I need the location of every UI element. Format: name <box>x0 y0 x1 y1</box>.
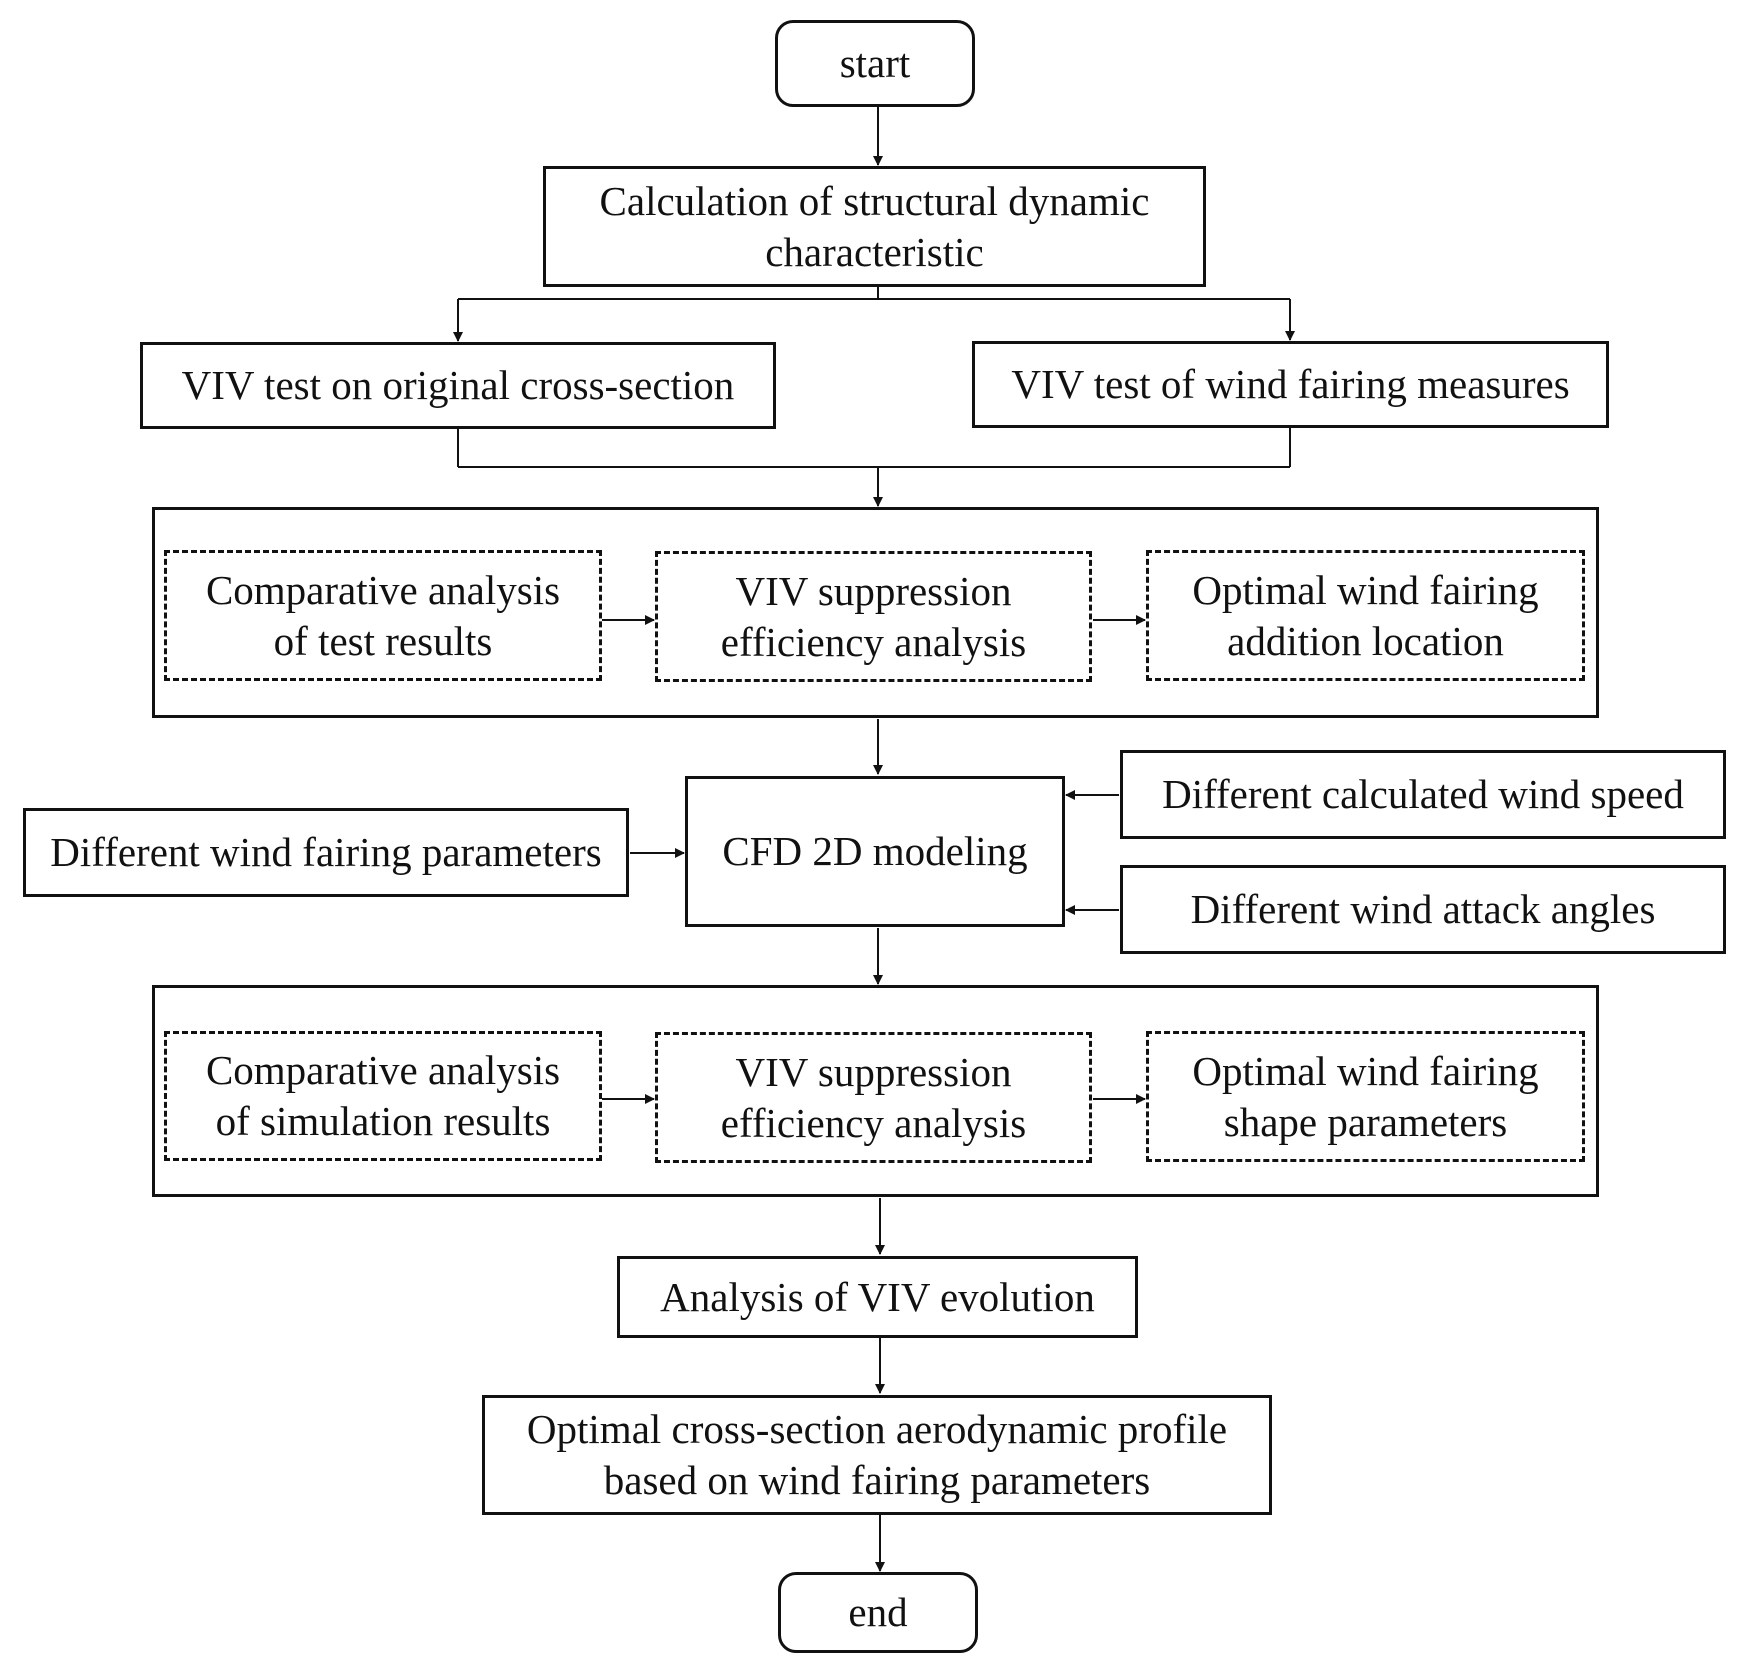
test-suppression-line-2: efficiency analysis <box>720 618 1027 665</box>
viv-evolution-box: Analysis of VIV evolution <box>617 1256 1138 1338</box>
sim-comparative-analysis-box: Comparative analysis of simulation resul… <box>164 1031 602 1161</box>
cfd-modeling-label: CFD 2D modeling <box>722 828 1028 874</box>
optimal-fairing-shape-line-2: shape parameters <box>1223 1098 1508 1145</box>
fairing-parameters-box: Different wind fairing parameters <box>23 808 629 897</box>
test-comparative-analysis-box: Comparative analysis of test results <box>164 550 602 681</box>
viv-test-original-box: VIV test on original cross-section <box>140 342 776 429</box>
optimal-fairing-location-box: Optimal wind fairing addition location <box>1146 550 1585 681</box>
structural-dynamic-calculation-box: Calculation of structural dynamic charac… <box>543 166 1206 287</box>
optimal-fairing-shape-box: Optimal wind fairing shape parameters <box>1146 1031 1585 1162</box>
test-comparative-line-1: Comparative analysis <box>205 566 561 613</box>
sim-suppression-line-2: efficiency analysis <box>720 1099 1027 1146</box>
optimal-fairing-location-line-1: Optimal wind fairing <box>1192 566 1539 613</box>
viv-test-fairing-box: VIV test of wind fairing measures <box>972 341 1609 428</box>
sim-suppression-efficiency-box: VIV suppression efficiency analysis <box>655 1032 1092 1163</box>
test-analysis-group <box>152 507 1599 718</box>
wind-attack-angles-label: Different wind attack angles <box>1190 886 1656 932</box>
structural-dynamic-line-2: characteristic <box>765 228 984 275</box>
start-label: start <box>839 40 911 86</box>
optimal-fairing-location-line-2: addition location <box>1227 617 1504 664</box>
test-suppression-line-1: VIV suppression <box>735 567 1012 614</box>
wind-attack-angles-box: Different wind attack angles <box>1120 865 1726 954</box>
viv-evolution-label: Analysis of VIV evolution <box>660 1273 1095 1320</box>
test-suppression-efficiency-box: VIV suppression efficiency analysis <box>655 551 1092 682</box>
viv-test-fairing-label: VIV test of wind fairing measures <box>1011 361 1570 407</box>
start-terminal: start <box>775 20 975 107</box>
optimal-profile-box: Optimal cross-section aerodynamic profil… <box>482 1395 1272 1515</box>
fairing-parameters-label: Different wind fairing parameters <box>50 829 602 875</box>
sim-suppression-line-1: VIV suppression <box>735 1048 1012 1095</box>
cfd-modeling-box: CFD 2D modeling <box>685 776 1065 927</box>
wind-speed-label: Different calculated wind speed <box>1162 771 1684 817</box>
wind-speed-box: Different calculated wind speed <box>1120 750 1726 839</box>
viv-test-original-label: VIV test on original cross-section <box>181 362 735 408</box>
optimal-profile-line-2: based on wind fairing parameters <box>603 1457 1151 1503</box>
end-terminal: end <box>778 1572 978 1653</box>
structural-dynamic-line-1: Calculation of structural dynamic <box>599 177 1150 224</box>
sim-comparative-line-2: of simulation results <box>215 1098 551 1144</box>
sim-comparative-line-1: Comparative analysis <box>205 1047 561 1093</box>
optimal-profile-line-1: Optimal cross-section aerodynamic profil… <box>526 1406 1228 1452</box>
end-label: end <box>848 1589 908 1635</box>
test-comparative-line-2: of test results <box>273 617 493 664</box>
simulation-analysis-group <box>152 985 1599 1197</box>
optimal-fairing-shape-line-1: Optimal wind fairing <box>1192 1047 1539 1094</box>
